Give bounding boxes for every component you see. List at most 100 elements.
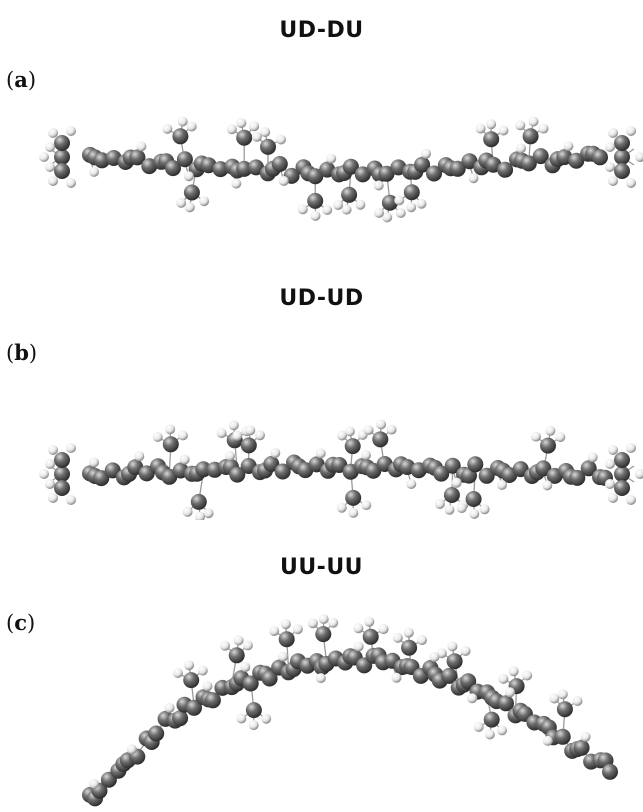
hydrogen-atom (236, 118, 247, 128)
hydrogen-atom (134, 451, 145, 462)
carbon-atom (569, 469, 586, 486)
hydrogen-atom (310, 210, 321, 221)
panel-title: UD-UD (279, 286, 364, 311)
hydrogen-atom (587, 452, 598, 463)
hydrogen-atom (605, 142, 615, 152)
carbon-atom (465, 491, 482, 507)
hydrogen-atom (260, 127, 271, 138)
hydrogen-atom (251, 131, 262, 142)
hydrogen-atom (228, 420, 239, 431)
hydrogen-atom (39, 469, 49, 479)
hydrogen-atom (557, 689, 568, 700)
hydrogen-atom (580, 731, 591, 742)
hydrogen-atom (197, 665, 208, 676)
hydrogen-atom (608, 128, 618, 138)
hydrogen-atom (322, 205, 333, 215)
hydrogen-atom (505, 687, 515, 698)
carbon-atom (592, 149, 608, 166)
hydrogen-atom (626, 126, 636, 136)
molecule-structure-uu-uu (82, 614, 618, 807)
atom-layer (39, 419, 643, 520)
carbon-atom (614, 163, 630, 179)
atom-layer (39, 116, 643, 223)
hydrogen-atom (136, 141, 147, 152)
carbon-atom (362, 628, 379, 645)
hydrogen-atom (386, 424, 397, 435)
hydrogen-atom (364, 616, 375, 627)
panel-title: UD-DU (279, 18, 364, 43)
hydrogen-atom (344, 426, 355, 437)
carbon-atom (483, 711, 500, 728)
hydrogen-atom (220, 640, 230, 651)
carbon-atom (260, 138, 276, 155)
atom-layer (82, 614, 618, 807)
hydrogen-atom (406, 479, 417, 489)
hydrogen-atom (261, 713, 272, 724)
hydrogen-atom (333, 200, 344, 210)
carbon-atom (307, 168, 324, 185)
carbon-atom (573, 739, 590, 756)
hydrogen-atom (232, 430, 243, 441)
carbon-atom (614, 452, 630, 468)
carbon-atom (354, 166, 371, 183)
hydrogen-atom (48, 445, 58, 455)
carbon-atom (236, 160, 253, 177)
hydrogen-atom (479, 504, 490, 515)
panel-label: (a) (6, 67, 37, 92)
carbon-atom (522, 128, 539, 145)
carbon-atom (190, 493, 207, 510)
hydrogen-atom (497, 725, 507, 736)
hydrogen-atom (248, 720, 259, 731)
carbon-atom (172, 128, 189, 145)
carbon-atom (229, 466, 246, 483)
hydrogen-atom (608, 445, 618, 455)
panel-a: UD-DU (a) (0, 0, 643, 260)
carbon-atom (263, 456, 280, 472)
hydrogen-atom (626, 495, 636, 505)
carbon-atom (532, 148, 549, 165)
carbon-atom (228, 647, 245, 664)
hydrogen-atom (336, 502, 347, 513)
hydrogen-atom (497, 480, 507, 490)
carbon-atom (614, 135, 630, 151)
carbon-atom (176, 151, 193, 168)
hydrogen-atom (203, 508, 214, 519)
hydrogen-atom (605, 479, 615, 489)
hydrogen-atom (45, 459, 55, 469)
carbon-atom (183, 184, 200, 201)
hydrogen-atom (605, 459, 615, 469)
hydrogen-atom (542, 735, 553, 746)
hydrogen-atom (240, 662, 251, 673)
hydrogen-atom (177, 430, 188, 441)
hydrogen-atom (315, 673, 326, 684)
hydrogen-atom (48, 128, 58, 138)
carbon-atom (274, 463, 291, 480)
hydrogen-atom (337, 430, 347, 441)
hydrogen-atom (328, 617, 339, 628)
molecule-structure-ud-du (39, 116, 643, 223)
hydrogen-atom (555, 432, 566, 443)
hydrogen-atom (392, 632, 403, 643)
carbon-atom (54, 163, 70, 179)
carbon-atom (449, 160, 466, 177)
hydrogen-atom (394, 195, 405, 206)
hydrogen-atom (635, 469, 643, 479)
hydrogen-atom (531, 431, 541, 442)
hydrogen-atom (269, 626, 280, 636)
panel-c: UU-UU (c) (0, 545, 643, 812)
hydrogen-atom (528, 116, 539, 127)
hydrogen-atom (66, 126, 76, 136)
hydrogen-atom (406, 202, 417, 213)
carbon-atom (381, 194, 398, 211)
carbon-atom (93, 470, 110, 487)
hydrogen-atom (608, 176, 618, 186)
carbon-atom (54, 452, 70, 468)
carbon-atom (307, 192, 324, 209)
carbon-atom (236, 129, 253, 146)
hydrogen-atom (177, 116, 188, 127)
carbon-atom (467, 456, 484, 473)
hydrogen-atom (378, 624, 389, 635)
carbon-atom (345, 489, 362, 506)
hydrogen-atom (403, 627, 414, 638)
carbon-atom (342, 158, 359, 175)
